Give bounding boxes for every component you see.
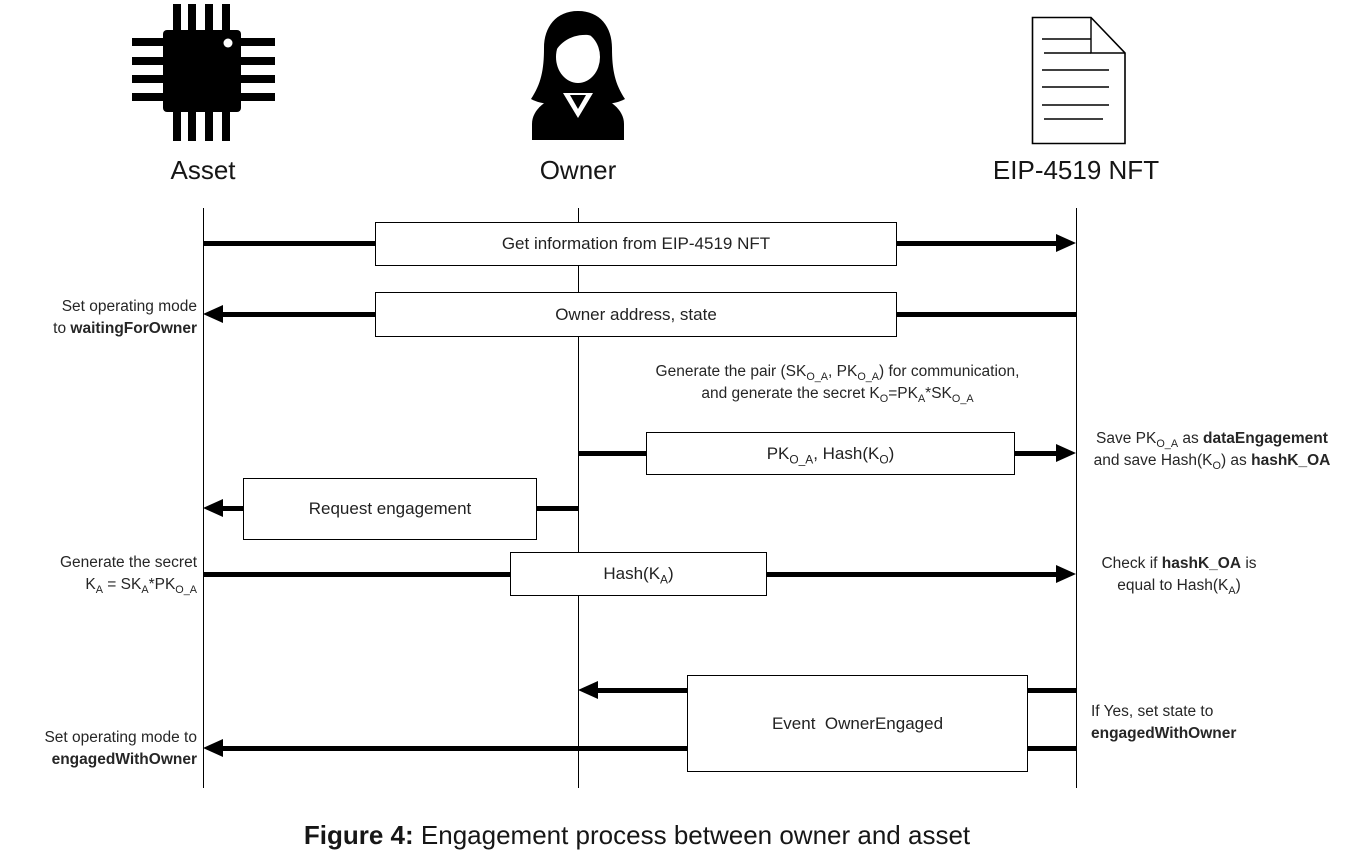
message-label: Event OwnerEngaged: [771, 713, 944, 733]
message-box-hash-ka: Hash(KA): [510, 552, 767, 596]
arrowhead-right-icon: [1056, 444, 1076, 462]
actor-label-asset: Asset: [170, 155, 236, 185]
note-nft-save: Save PKO_A as dataEngagement and save Ha…: [1083, 428, 1341, 472]
message-label: Request engagement: [308, 499, 472, 518]
owner-lifeline: [578, 208, 579, 788]
note-line: and generate the secret KO=PKA*SKO_A: [701, 385, 974, 406]
note-line: Check if hashK_OA is: [1101, 555, 1257, 572]
note-asset-engaged: Set operating mode to engagedWithOwner: [8, 727, 197, 771]
note-line: Generate the secret: [60, 554, 197, 571]
message-box-owner-address: Owner address, state: [375, 292, 897, 337]
arrowhead-left-icon: [203, 739, 223, 757]
arrowhead-left-icon: [203, 499, 223, 517]
note-line: engagedWithOwner: [51, 751, 197, 768]
note-asset-secret: Generate the secret KA = SKA*PKO_A: [8, 552, 197, 596]
person-icon: [531, 11, 625, 140]
note-line: If Yes, set state to: [1091, 703, 1214, 720]
note-line: to waitingForOwner: [53, 320, 197, 337]
arrow-event-to-asset-line: [223, 746, 1076, 751]
note-line: equal to Hash(KA): [1117, 577, 1241, 598]
message-box-get-info: Get information from EIP-4519 NFT: [375, 222, 897, 266]
note-line: Save PKO_A as dataEngagement: [1096, 430, 1328, 451]
note-line: Generate the pair (SKO_A, PKO_A) for com…: [655, 363, 1020, 384]
arrowhead-left-icon: [578, 681, 598, 699]
note-line: KA = SKA*PKO_A: [85, 576, 197, 597]
figure-caption-label: Figure 4:: [303, 820, 414, 850]
arrowhead-right-icon: [1056, 565, 1076, 583]
figure-caption: Figure 4: Engagement process between own…: [0, 820, 1274, 851]
chip-icon: [132, 4, 275, 141]
document-icon: [1031, 16, 1126, 145]
note-line: Set operating mode to: [44, 729, 197, 746]
asset-lifeline: [203, 208, 204, 788]
note-line: Set operating mode: [61, 298, 197, 315]
actor-label-nft: EIP-4519 NFT: [992, 155, 1160, 185]
arrowhead-right-icon: [1056, 234, 1076, 252]
message-box-pk-hash: PKO_A, Hash(KO): [646, 432, 1015, 475]
note-line: engagedWithOwner: [1091, 725, 1237, 742]
message-box-request-engagement: Request engagement: [243, 478, 537, 540]
note-owner-generate: Generate the pair (SKO_A, PKO_A) for com…: [599, 361, 1076, 405]
arrowhead-left-icon: [203, 305, 223, 323]
message-label: Get information from EIP-4519 NFT: [501, 234, 771, 253]
actor-label-owner: Owner: [539, 155, 617, 185]
message-label: PKO_A, Hash(KO): [766, 443, 895, 466]
message-label: Hash(KA): [603, 564, 674, 587]
message-box-event-owner-engaged: Event OwnerEngaged: [687, 675, 1028, 772]
note-line: and save Hash(KO) as hashK_OA: [1093, 452, 1331, 473]
message-label: Owner address, state: [555, 304, 717, 324]
figure-caption-text: Engagement process between owner and ass…: [420, 820, 971, 850]
note-asset-waiting: Set operating mode to waitingForOwner: [8, 296, 197, 340]
note-nft-check: Check if hashK_OA is equal to Hash(KA): [1091, 553, 1267, 597]
note-nft-engaged: If Yes, set state to engagedWithOwner: [1091, 701, 1236, 745]
nft-lifeline: [1076, 208, 1077, 788]
